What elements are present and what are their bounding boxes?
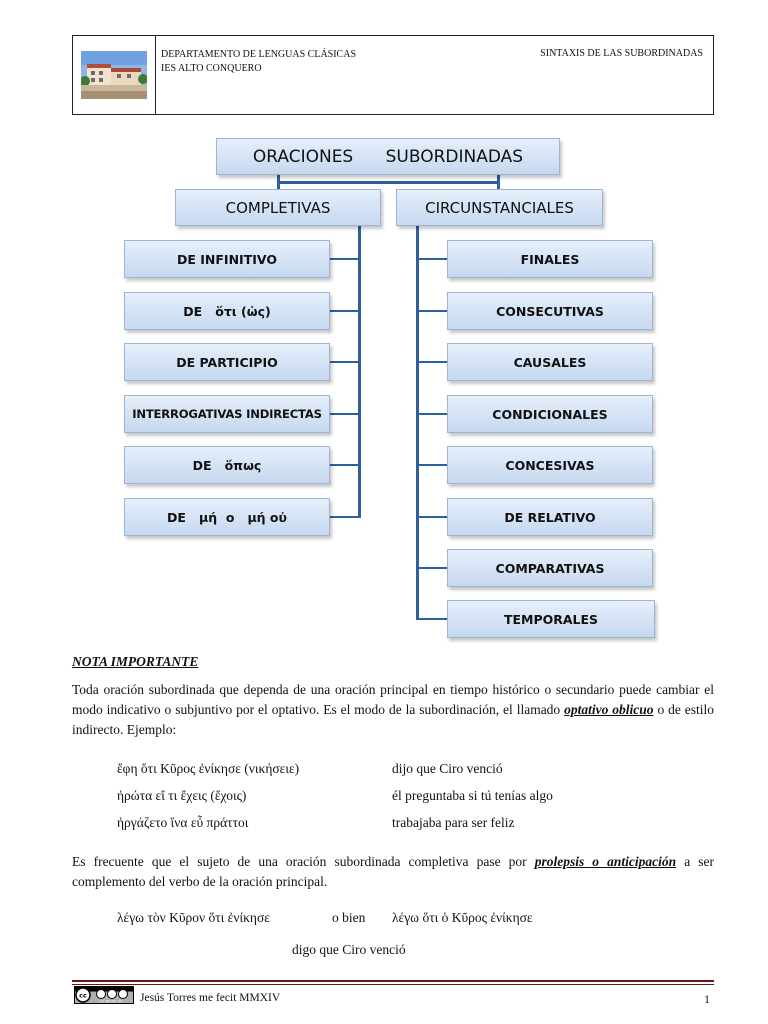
department-name: DEPARTAMENTO DE LENGUAS CLÁSICAS [161,49,357,60]
diagram-circunstanciales-node: CIRCUNSTANCIALES [396,189,603,226]
example-greek: ἠργάζετο ἵνα εὖ πράττοι [117,815,249,830]
connector-right-branch [416,618,448,620]
prolepsis-translation: digo que Ciro venció [292,942,406,957]
note-p2-emphasis: prolepsis o anticipación [534,854,677,869]
creative-commons-license-icon: cc CC BY NC SA [74,986,134,1004]
diagram-completivas-node: COMPLETIVAS [175,189,381,226]
header-subject: SINTAXIS DE LAS SUBORDINADAS [540,48,703,59]
diagram-completiva-item: DE INFINITIVO [124,240,330,278]
connector-right-branch [416,464,448,466]
connector-root-bar [277,181,500,184]
diagram-completiva-item: DE ὅπως [124,446,330,484]
example-greek: ἠρώτα εἴ τι ἔχεις (ἔχοις) [117,788,247,803]
prolepsis-or-text: o bien [332,910,366,925]
header-department-block: DEPARTAMENTO DE LENGUAS CLÁSICAS IES ALT… [161,48,356,76]
note-p1-text-end: o de estilo indirecto. Ejemplo: [72,702,715,737]
connector-left-trunk [358,226,361,518]
connector-right-branch [416,258,448,260]
diagram-circunstancial-item: CONSECUTIVAS [447,292,653,330]
example-spanish: dijo que Ciro venció [392,761,503,776]
school-building-photo [81,51,147,99]
connector-right-branch [416,361,448,363]
connector-right-branch [416,567,448,569]
header-photo-cell [73,36,156,114]
example-greek: ἔφη ὅτι Κῦρος ἐνίκησε (νικήσειε) [117,761,300,776]
note-p2-text-end: a ser complemento del verbo de la oració… [72,854,715,889]
note-paragraph-prolepsis: Es frecuente que el sujeto de una oració… [72,852,714,892]
note-p1-text: Toda oración subordinada que dependa de … [72,682,714,717]
diagram-completiva-item: INTERROGATIVAS INDIRECTAS [124,395,330,433]
connector-right-branch [416,413,448,415]
connector-right-branch [416,516,448,518]
connector-left-branch [329,258,360,260]
prolepsis-greek-example: λέγω τὸν Κῦρον ὅτι ἐνίκησε [117,910,270,925]
diagram-completiva-item: DE PARTICIPIO [124,343,330,381]
connector-right-branch [416,310,448,312]
page-number: 1 [704,992,710,1006]
diagram-circunstancial-item: COMPARATIVAS [447,549,653,587]
footer-author: Jesús Torres me fecit MMXIV [140,992,281,1004]
connector-left-branch [329,361,360,363]
connector-left-branch [329,310,360,312]
diagram-root-node: ORACIONES SUBORDINADAS [216,138,560,175]
note-p2-text: Es frecuente que el sujeto de una oració… [72,854,535,869]
diagram-circunstancial-item: DE RELATIVO [447,498,653,536]
license-text: CC BY NC SA [100,1000,123,1004]
document-header: DEPARTAMENTO DE LENGUAS CLÁSICAS IES ALT… [72,35,714,115]
connector-left-branch [329,413,360,415]
diagram-completiva-item: DE μή ο μή οὐ [124,498,330,536]
diagram-completiva-item: DE ὅτι (ὡς) [124,292,330,330]
connector-left-branch [329,516,360,518]
example-spanish: él preguntaba si tú tenías algo [392,788,553,803]
diagram-circunstancial-item: FINALES [447,240,653,278]
note-p1-emphasis: optativo oblicuo [564,702,654,717]
diagram-circunstancial-item: CAUSALES [447,343,653,381]
note-paragraph-optativo: Toda oración subordinada que dependa de … [72,680,714,740]
connector-right-trunk [416,226,419,620]
diagram-circunstancial-item: CONDICIONALES [447,395,653,433]
connector-left-branch [329,464,360,466]
note-title: NOTA IMPORTANTE [72,654,199,669]
prolepsis-greek-example: λέγω ὅτι ὁ Κῦρος ἐνίκησε [392,910,533,925]
diagram-circunstancial-item: TEMPORALES [447,600,655,638]
footer-rule [72,980,714,982]
footer-rule [72,984,714,985]
school-name: IES ALTO CONQUERO [161,63,262,74]
example-spanish: trabajaba para ser feliz [392,815,515,830]
svg-text:cc: cc [79,992,87,1000]
diagram-circunstancial-item: CONCESIVAS [447,446,653,484]
